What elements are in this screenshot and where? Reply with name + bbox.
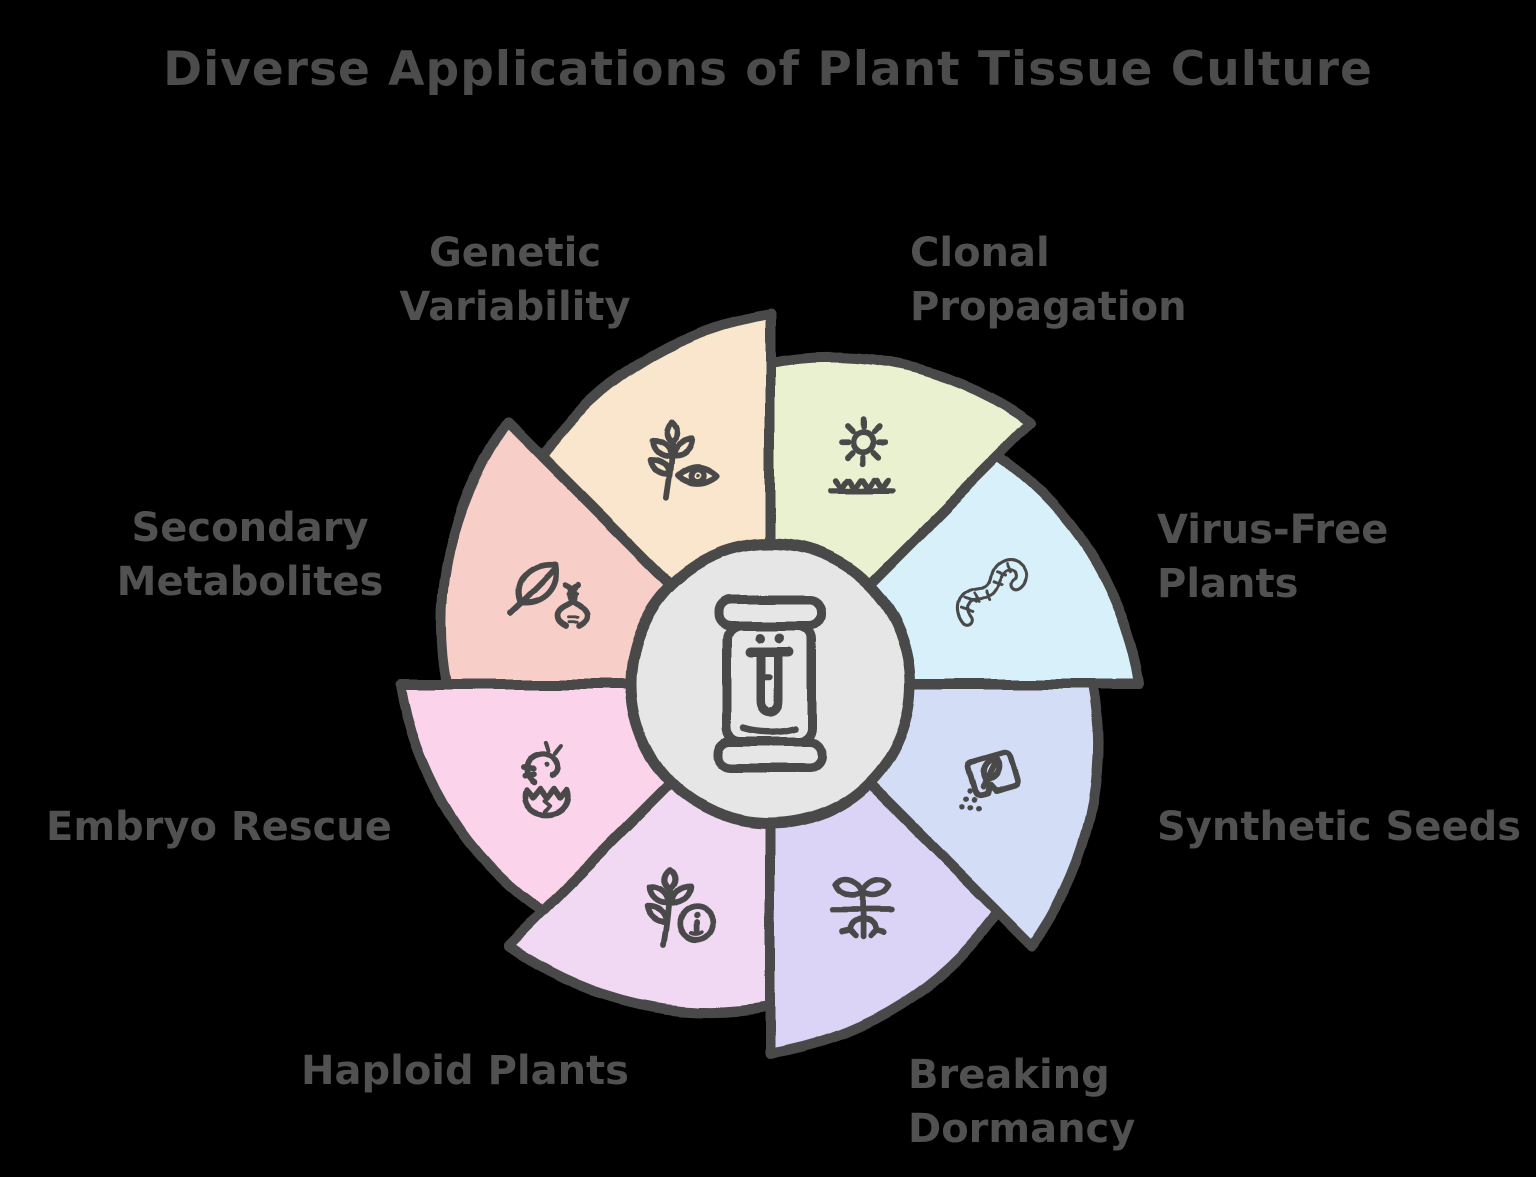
label-synthetic-seeds: Synthetic Seeds — [1157, 804, 1522, 850]
seed-packet-icon — [959, 749, 1020, 812]
label-embryo-rescue: Embryo Rescue — [46, 804, 392, 850]
culture-jar-test-tube-icon — [713, 595, 827, 773]
center-circle — [624, 538, 916, 830]
leaf-dna-icon — [507, 561, 590, 628]
wheat-eye-icon — [646, 420, 720, 501]
seedling-roots-icon — [829, 876, 896, 940]
sun-seedlings-icon — [828, 416, 898, 494]
chick-hatch-icon — [520, 738, 571, 817]
label-haploid-plants: Haploid Plants — [301, 1048, 629, 1094]
wheat-info-icon — [644, 867, 716, 948]
worm-icon — [957, 558, 1029, 629]
diagram-title: Diverse Applications of Plant Tissue Cul… — [163, 42, 1373, 97]
